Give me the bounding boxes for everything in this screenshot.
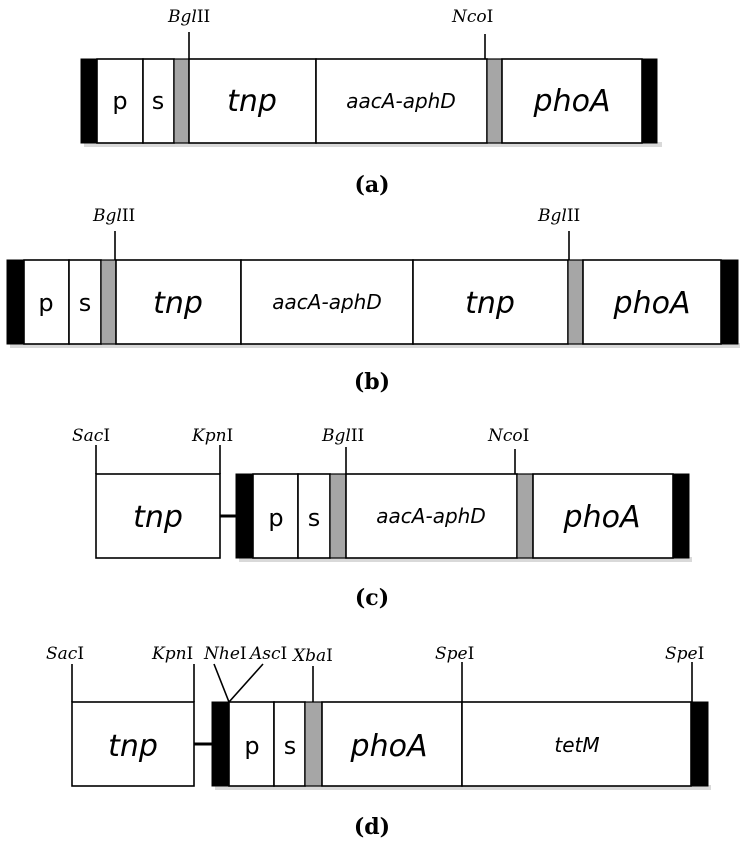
site-label-ncoi: NcoI [487,426,529,446]
site-label-spei-2: SpeI [665,644,704,664]
site-lines-nhei-asci [213,663,264,704]
panel-b: BglII BglII p s tnp aacA-aphD tnp phoA (… [6,206,740,395]
spacer-block [567,259,584,345]
site-label-kpni: KpnI [151,644,193,664]
right-end-block [690,701,709,787]
label-tnp-2: tnp [465,286,515,321]
label-aaca-aphd: aacA-aphD [346,89,455,113]
label-aaca-aphd: aacA-aphD [376,504,485,528]
segment-tnp-fragment [71,701,195,787]
segment-phoa [532,473,674,559]
label-tnp: tnp [227,84,277,119]
site-label-bglii: BglII [167,7,210,27]
site-label-asci: AscI [248,644,287,664]
label-p: p [112,87,127,115]
panel-caption-d: (d) [354,814,390,840]
segment-s [297,473,331,559]
segment-s [68,259,102,345]
segment-s [273,701,306,787]
segment-tnp-2 [412,259,569,345]
panel-c: SacI KpnI BglII NcoI tnp p s aacA-aphD p… [72,426,692,611]
panel-caption-b: (b) [354,369,390,395]
right-end-block [720,259,739,345]
construct-shadow [239,557,692,562]
segment-p [96,58,144,144]
segment-tetm [461,701,692,787]
site-label-saci: SacI [46,644,84,664]
spacer-block [304,701,323,787]
site-label-saci: SacI [72,426,110,446]
site-label-bglii: BglII [321,426,364,446]
construct-shadow [10,343,740,348]
label-tetm: tetM [554,733,599,757]
label-tnp-1: tnp [153,286,203,321]
label-s: s [308,504,321,532]
segment-phoa [321,701,463,787]
segment-aaca-aphd [345,473,518,559]
label-aaca-aphd: aacA-aphD [272,290,381,314]
site-label-spei-1: SpeI [435,644,474,664]
site-label-ncoi: NcoI [451,7,493,27]
label-phoa: phoA [613,286,691,321]
site-label-bglii-right: BglII [537,206,580,226]
spacer-block [173,58,190,144]
panel-d: SacI KpnI NheI AscI XbaI SpeI SpeI tnp p… [46,644,711,840]
spacer-block [516,473,534,559]
label-s: s [79,289,92,317]
site-label-bglii-left: BglII [92,206,135,226]
construct-shadow [215,785,711,790]
segment-p [252,473,299,559]
right-end-block [672,473,690,559]
left-end-block [6,259,25,345]
segment-aaca-aphd [315,58,488,144]
label-tnp: tnp [108,729,158,764]
left-end-block [211,701,230,787]
site-label-xbai: XbaI [291,646,333,666]
label-p: p [244,732,259,760]
left-end-block [80,58,98,144]
site-label-nhei: NheI [203,644,247,664]
segment-tnp-1 [115,259,242,345]
label-phoa: phoA [350,729,428,764]
label-phoa: phoA [563,500,641,535]
segment-aaca-aphd [240,259,414,345]
label-tnp: tnp [133,500,183,535]
label-p: p [268,504,283,532]
site-label-kpni: KpnI [191,426,233,446]
right-end-block [641,58,658,144]
segment-phoa [582,259,722,345]
construct-shadow [84,142,662,147]
spacer-block [329,473,347,559]
segment-tnp-fragment [95,473,221,559]
panel-caption-c: (c) [355,585,389,611]
segment-tnp [188,58,317,144]
panel-caption-a: (a) [354,172,389,198]
label-p: p [38,289,53,317]
label-phoa: phoA [533,84,611,119]
label-s: s [284,732,297,760]
segment-p [23,259,70,345]
spacer-block [100,259,117,345]
label-s: s [152,87,165,115]
left-end-block [235,473,254,559]
panel-a: BglII NcoI p s tnp aacA-aphD phoA (a) [80,7,662,198]
spacer-block [486,58,503,144]
